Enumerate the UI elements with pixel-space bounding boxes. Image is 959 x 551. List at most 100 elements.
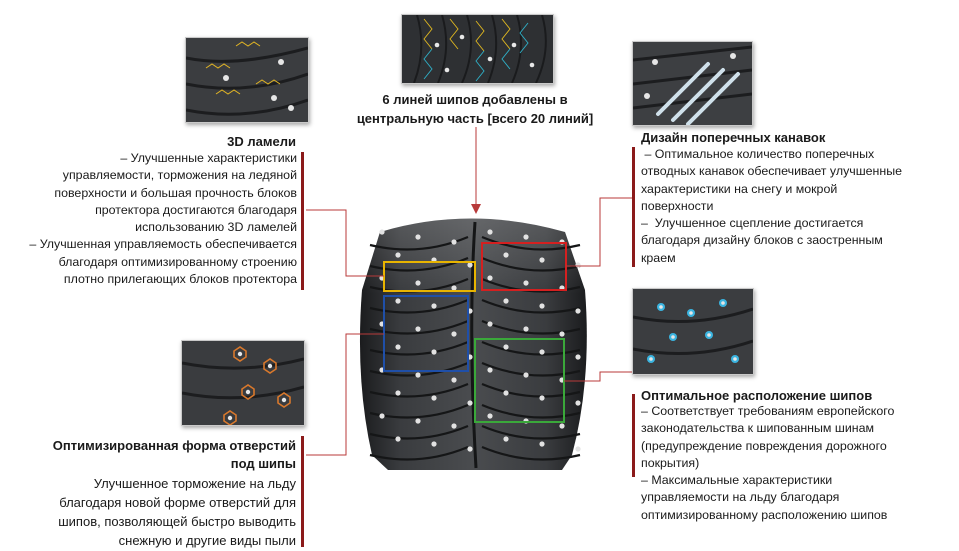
stud-dot <box>575 262 581 268</box>
highlight-box-3d-sipes <box>383 261 476 292</box>
stud-dot <box>539 257 545 263</box>
stud-dot <box>575 308 581 314</box>
stud-dot <box>487 229 493 235</box>
lateral-grooves-line: благодаря дизайну блоков с заостренным <box>641 233 883 248</box>
stud-dot <box>503 344 509 350</box>
stud-holes-line: благодаря новой форме отверстий для <box>59 495 296 510</box>
stud-dot <box>487 275 493 281</box>
stud-holes-title: Оптимизированная форма отверстий под шип… <box>10 437 296 473</box>
stud-layout-line: оптимизированному расположению шипов <box>641 507 888 522</box>
stud-dot <box>431 349 437 355</box>
stud-dot <box>559 331 565 337</box>
thumbnail-center-studs <box>401 14 554 84</box>
stud-dot <box>575 354 581 360</box>
stud-dot <box>395 436 401 442</box>
stud-dot <box>503 298 509 304</box>
stud-layout-accent-bar <box>632 394 635 477</box>
sipes-3d-line: управляемости, торможения на ледяной <box>62 168 297 183</box>
stud-holes-title-line2: под шипы <box>230 456 296 471</box>
stud-holes-image <box>182 341 304 425</box>
stud-dot <box>379 229 385 235</box>
stud-dot <box>559 423 565 429</box>
lateral-grooves-title: Дизайн поперечных канавок <box>641 130 826 145</box>
stud-dot <box>395 298 401 304</box>
stud-layout-line: покрытия) <box>641 455 700 470</box>
stud-dot <box>431 395 437 401</box>
stud-holes-line: снежную и другие виды пыли <box>118 533 296 548</box>
sipes-3d-line: – Улучшенные характеристики <box>120 151 297 165</box>
stud-dot <box>539 395 545 401</box>
lateral-grooves-description: – Оптимальное количество поперечных отвод… <box>641 146 953 267</box>
thumbnail-stud-holes <box>181 340 305 426</box>
center-top-caption-line1: 6 линей шипов добавлены в <box>382 92 568 107</box>
stud-dot <box>395 344 401 350</box>
stud-dot <box>415 280 421 286</box>
thumbnail-3d-sipes <box>185 37 309 123</box>
stud-dot <box>467 400 473 406</box>
stud-dot <box>523 234 529 240</box>
stud-dot <box>395 252 401 258</box>
stud-dot <box>487 367 493 373</box>
lateral-grooves-line: – Оптимальное количество поперечных <box>641 147 875 161</box>
lateral-grooves-line: отводных канавок обеспечивает улучшенные <box>641 164 903 179</box>
stud-dot <box>467 262 473 268</box>
lateral-grooves-image <box>633 42 752 125</box>
thumbnail-stud-layout <box>632 288 754 375</box>
stud-dot <box>503 252 509 258</box>
tire-body <box>359 218 587 470</box>
stud-dot <box>575 400 581 406</box>
center-top-caption: 6 линей шипов добавлены в центральную ча… <box>336 90 614 128</box>
stud-holes-description: Улучшенное торможение на льду благодаря н… <box>10 474 296 550</box>
sipes-3d-line: протектора достигаются благодаря <box>95 202 297 217</box>
stud-holes-line: Улучшенное торможение на льду <box>93 476 296 491</box>
stud-layout-line: законодательства к шипованным шинам <box>641 421 875 436</box>
highlight-box-lateral-grooves <box>481 242 567 291</box>
stud-layout-description: – Соответствует требованиям европейского… <box>641 403 953 524</box>
stud-layout-image <box>633 289 753 374</box>
sipes-3d-line: поверхности и большая прочность блоков <box>54 185 297 200</box>
stud-holes-accent-bar <box>301 436 304 547</box>
sipes-3d-title: 3D ламели <box>227 134 296 149</box>
lateral-grooves-accent-bar <box>632 147 635 267</box>
highlight-box-stud-holes <box>383 295 469 372</box>
stud-dot <box>503 390 509 396</box>
sipes-3d-line: благодаря оптимизированному строению <box>58 254 297 269</box>
stud-dot <box>487 413 493 419</box>
stud-dot <box>451 331 457 337</box>
stud-layout-title: Оптимальное расположение шипов <box>641 388 873 403</box>
center-top-caption-line2: центральную часть [всего 20 линий] <box>356 111 594 126</box>
stud-dot <box>379 413 385 419</box>
stud-dot <box>539 349 545 355</box>
lateral-grooves-line: характеристики на снегу и мокрой <box>641 181 838 196</box>
lateral-grooves-line: – Улучшенное сцепление достигается <box>641 216 864 231</box>
stud-dot <box>575 446 581 452</box>
stud-dot <box>451 285 457 291</box>
stud-dot <box>415 418 421 424</box>
stud-layout-line: – Максимальные характеристики <box>641 473 833 488</box>
stud-dot <box>539 303 545 309</box>
sipes-3d-accent-bar <box>301 152 304 290</box>
lateral-grooves-line: краем <box>641 250 676 265</box>
stud-dot <box>395 390 401 396</box>
stud-dot <box>523 326 529 332</box>
thumbnail-lateral-grooves <box>632 41 753 126</box>
stud-dot <box>523 280 529 286</box>
stud-dot <box>487 321 493 327</box>
stud-dot <box>451 239 457 245</box>
lateral-grooves-line: поверхности <box>641 198 714 213</box>
stud-dot <box>415 234 421 240</box>
stud-dot <box>415 326 421 332</box>
stud-dot <box>539 441 545 447</box>
center-studs-image <box>402 15 553 83</box>
sipes-3d-line: использованию 3D ламелей <box>135 220 297 235</box>
sipes-3d-line: – Улучшенная управляемость обеспечиваетс… <box>29 237 297 252</box>
stud-layout-line: управляемости на льду благодаря <box>641 490 840 505</box>
stud-dot <box>451 423 457 429</box>
stud-dot <box>431 441 437 447</box>
stud-holes-line: шипов, позволяющей быстро выводить <box>58 514 296 529</box>
stud-layout-line: – Соответствует требованиям европейского <box>641 404 895 418</box>
stud-dot <box>467 446 473 452</box>
stud-holes-title-line1: Оптимизированная форма отверстий <box>52 438 296 453</box>
